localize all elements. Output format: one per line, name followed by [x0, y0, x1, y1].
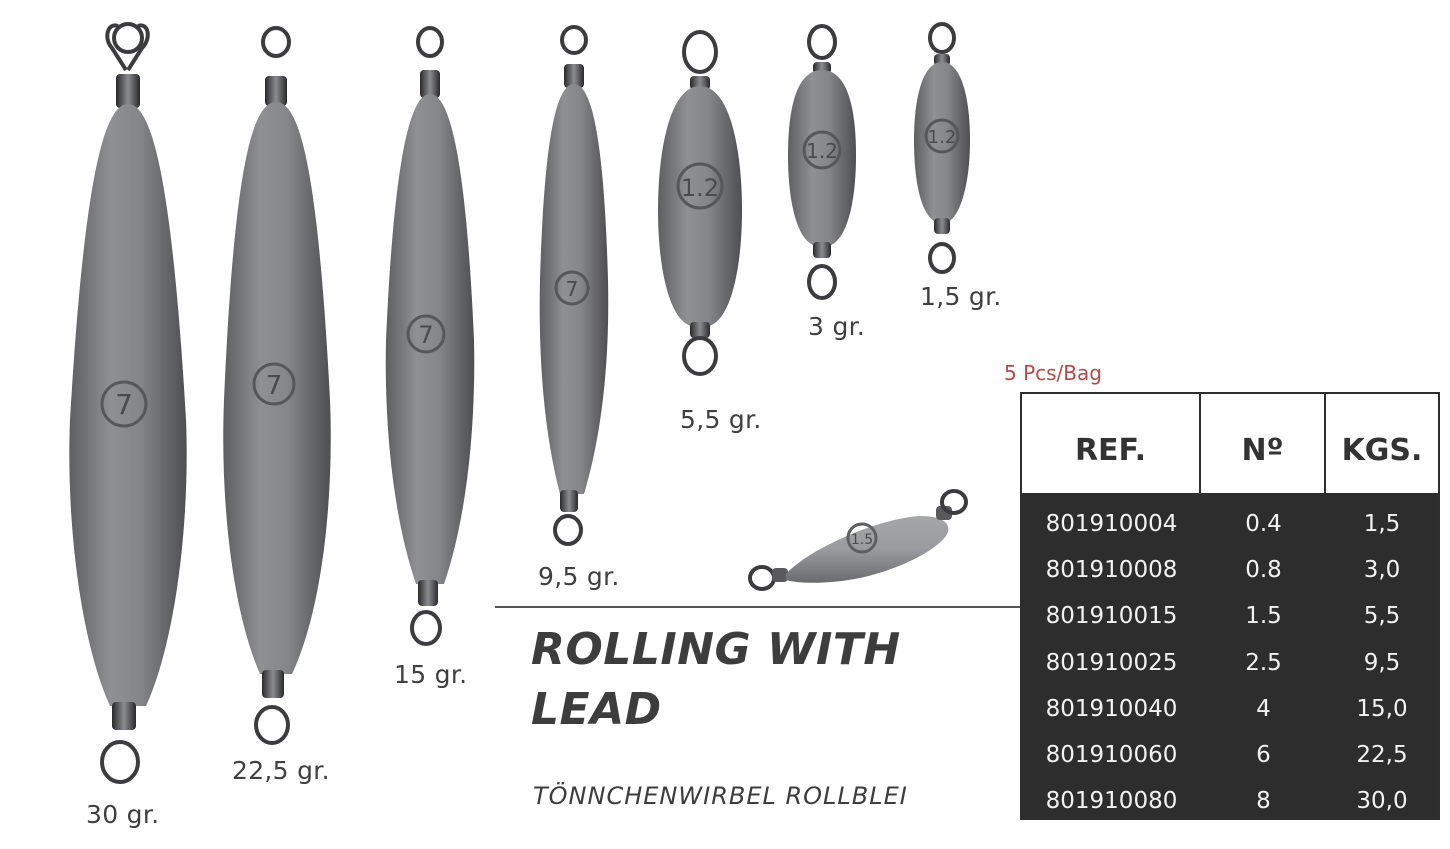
table-row: 801910004 0.4 1,5: [1022, 501, 1438, 547]
sinker-30g: [69, 22, 187, 784]
cell-number: 1.5: [1245, 603, 1282, 630]
sinker-mark: 1.5: [851, 532, 873, 548]
cell-ref: 801910004: [1045, 511, 1178, 538]
cell-number: 4: [1256, 695, 1271, 722]
cell-number: 2.5: [1245, 649, 1282, 676]
sinker-mark: 1.2: [806, 139, 838, 163]
table-row: 801910025 2.5 9,5: [1022, 640, 1438, 686]
table-row: 801910060 6 22,5: [1022, 732, 1438, 778]
weight-label-9-5g: 9,5 gr.: [538, 562, 620, 591]
table-header: REF. Nº KGS.: [1022, 394, 1438, 495]
sinker-horizontal: [748, 489, 968, 591]
weight-label-1-5g: 1,5 gr.: [920, 282, 1002, 311]
product-title-line2: LEAD: [531, 684, 662, 735]
sinker-mark: 7: [115, 388, 133, 421]
cell-kgs: 30,0: [1356, 788, 1408, 815]
table-row: 801910080 8 30,0: [1022, 778, 1438, 824]
cell-ref: 801910040: [1045, 695, 1178, 722]
cell-ref: 801910025: [1045, 649, 1178, 676]
product-title: ROLLING WITH LEAD: [531, 620, 911, 740]
table-row: 801910008 0.8 3,0: [1022, 547, 1438, 593]
sinker-mark: 7: [566, 277, 579, 301]
cell-number: 6: [1256, 742, 1271, 769]
product-subtitle: TÖNNCHENWIRBEL ROLLBLEI: [533, 782, 908, 810]
bag-quantity-note: 5 Pcs/Bag: [1004, 361, 1102, 385]
cell-number: 8: [1256, 788, 1271, 815]
weight-label-22-5g: 22,5 gr.: [232, 756, 330, 785]
cell-ref: 801910080: [1045, 788, 1178, 815]
cell-kgs: 9,5: [1363, 649, 1401, 676]
header-ref: REF.: [1022, 394, 1201, 493]
weight-label-3g: 3 gr.: [808, 312, 866, 341]
sinker-mark: 7: [418, 321, 433, 349]
sinker-mark: 1.2: [681, 174, 719, 202]
divider-line: [495, 606, 1021, 608]
table-row: 801910015 1.5 5,5: [1022, 593, 1438, 639]
cell-kgs: 1,5: [1363, 511, 1401, 538]
weight-label-15g: 15 gr.: [394, 660, 468, 689]
product-title-line1: ROLLING WITH: [531, 624, 901, 675]
sinker-mark: 7: [266, 371, 283, 401]
weight-label-5-5g: 5,5 gr.: [680, 405, 762, 434]
sinker-mark: 1.2: [928, 127, 957, 148]
sinker-5-5g: [658, 30, 742, 376]
cell-kgs: 3,0: [1363, 557, 1401, 584]
table-body: 801910004 0.4 1,5 801910008 0.8 3,0 8019…: [1022, 495, 1438, 818]
weight-label-30g: 30 gr.: [86, 800, 160, 829]
cell-number: 0.4: [1245, 511, 1282, 538]
cell-kgs: 15,0: [1356, 695, 1408, 722]
cell-kgs: 5,5: [1363, 603, 1401, 630]
reference-table: REF. Nº KGS. 801910004 0.4 1,5 801910008…: [1020, 392, 1440, 820]
sinker-1-5g: [914, 22, 970, 274]
sinker-15g: [385, 26, 475, 646]
sinker-22-5g: [223, 26, 331, 745]
header-kgs: KGS.: [1341, 433, 1423, 468]
cell-ref: 801910015: [1045, 603, 1178, 630]
sinker-3g: [788, 24, 856, 300]
cell-kgs: 22,5: [1356, 742, 1408, 769]
sinker-9-5g: [539, 25, 609, 546]
cell-ref: 801910008: [1045, 557, 1178, 584]
table-row: 801910040 4 15,0: [1022, 686, 1438, 732]
cell-ref: 801910060: [1045, 742, 1178, 769]
header-number: Nº: [1201, 394, 1326, 493]
cell-number: 0.8: [1245, 557, 1282, 584]
